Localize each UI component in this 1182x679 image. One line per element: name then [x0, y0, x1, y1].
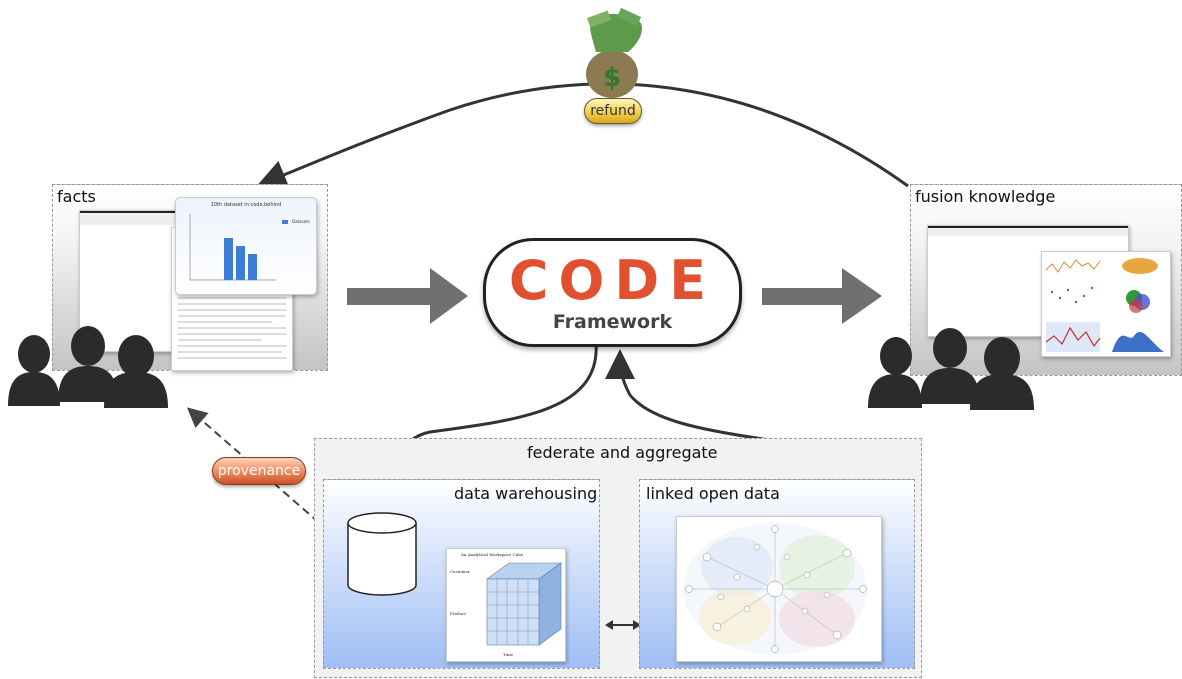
cube-title: An Analytical Workspace Cube: [461, 552, 524, 557]
cube-axis-time: Time: [503, 652, 514, 657]
fusion-table: [928, 226, 1128, 236]
chart-thumb-bars: [189, 214, 288, 281]
fusion-title: fusion knowledge: [915, 187, 1056, 206]
warehouse-title: data warehousing: [454, 484, 598, 503]
lod-to-framework-arrow: [605, 349, 771, 442]
fusion-panel: fusion knowledge: [910, 184, 1182, 376]
federate-title: federate and aggregate: [527, 443, 718, 462]
lod-cloud: [683, 523, 867, 655]
facts-title: facts: [57, 187, 96, 206]
thumb-bar: [236, 246, 245, 280]
refund-arrow: [256, 82, 909, 189]
framework-to-fusion-arrow: [762, 268, 882, 324]
refund-label-text: refund: [590, 103, 636, 119]
lod-panel: linked open data: [639, 479, 915, 669]
code-logo: CODE: [508, 249, 717, 312]
lod-cloud-doc: [676, 516, 882, 662]
fusion-mini-charts: [1045, 258, 1164, 352]
thumb-bar: [248, 254, 257, 280]
facts-table: [80, 211, 190, 225]
code-framework-box[interactable]: CODE Framework: [483, 238, 742, 347]
facts-panel: facts: [52, 184, 328, 371]
database-icon: [347, 512, 417, 596]
chart-thumb-title: 10th dataset in code.behind: [210, 202, 282, 208]
chart-thumb-legend: Datasets: [292, 219, 310, 224]
provenance-label: provenance: [212, 457, 306, 485]
facts-chart-thumb: 10th dataset in code.behind Datasets: [175, 197, 317, 295]
cube-axis-customer: Customer: [450, 569, 470, 574]
fusion-charts-doc: [1041, 251, 1171, 357]
olap-cube: [486, 562, 562, 646]
thumb-bar: [224, 238, 233, 280]
federate-panel: federate and aggregate data warehousing …: [314, 438, 922, 678]
olap-cube-doc: An Analytical Workspace Cube Time Produc…: [446, 548, 566, 662]
cube-axis-product: Product: [450, 611, 466, 616]
warehouse-panel: data warehousing An Analytical Workspace…: [323, 479, 600, 669]
paper-lines: [178, 297, 286, 359]
lod-title: linked open data: [646, 484, 780, 503]
refund-label: refund: [584, 98, 642, 124]
framework-label: Framework: [552, 311, 673, 333]
provenance-label-text: provenance: [217, 463, 301, 479]
facts-to-framework-arrow: [347, 268, 468, 324]
sync-double-arrow: [605, 620, 641, 630]
